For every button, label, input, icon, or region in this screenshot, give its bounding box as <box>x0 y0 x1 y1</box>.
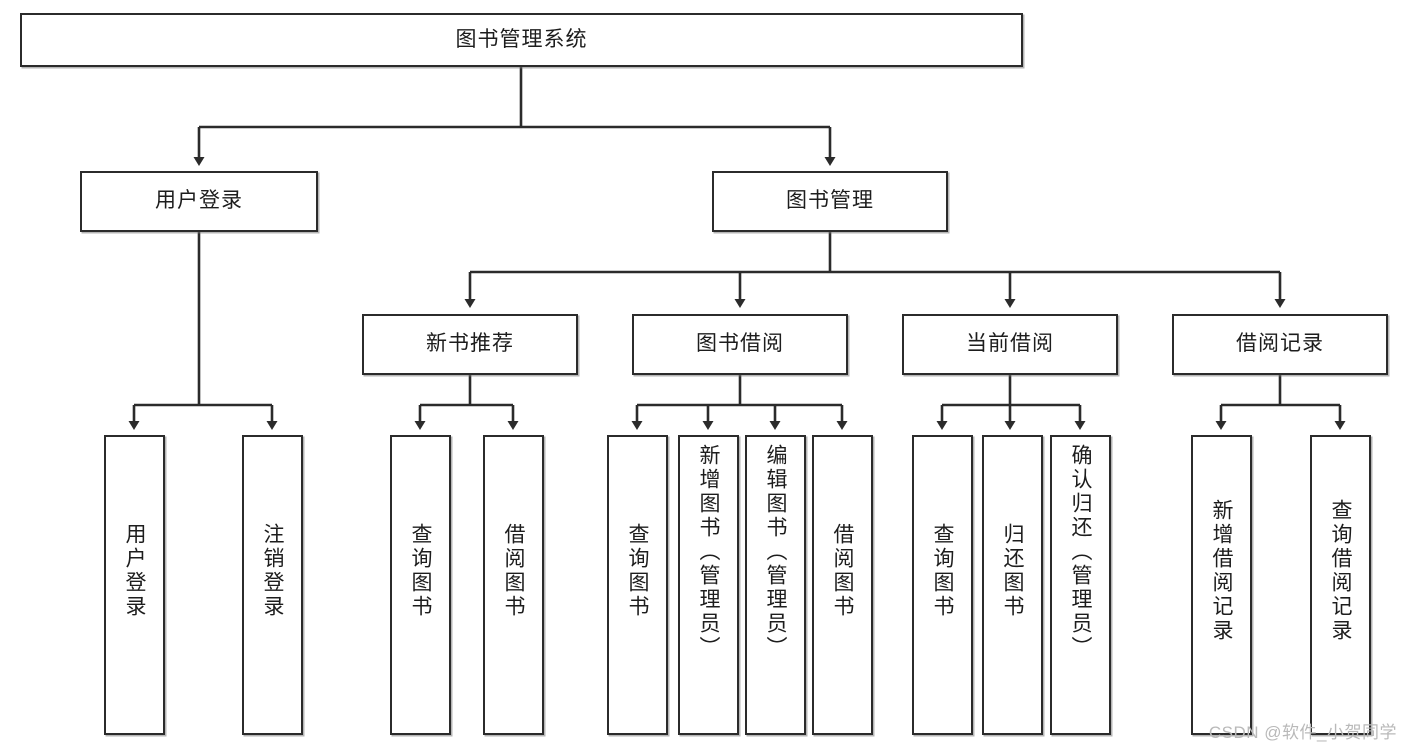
leaf-label: 新增图书（管理员） <box>697 444 720 660</box>
leaf-label: 查询图书 <box>931 523 954 619</box>
leaf-book-borrow-add-book-admin[interactable]: 新增图书（管理员） <box>678 435 739 735</box>
leaf-current-borrow-query-book[interactable]: 查询图书 <box>912 435 973 735</box>
leaf-user-login-login[interactable]: 用户登录 <box>104 435 165 735</box>
leaf-book-borrow-query-book[interactable]: 查询图书 <box>607 435 668 735</box>
leaf-new-book-borrow-book[interactable]: 借阅图书 <box>483 435 544 735</box>
node-label: 借阅记录 <box>1236 332 1324 356</box>
node-user-login[interactable]: 用户登录 <box>80 171 318 232</box>
node-label: 当前借阅 <box>966 332 1054 356</box>
node-label: 图书借阅 <box>696 332 784 356</box>
leaf-label: 查询借阅记录 <box>1329 499 1352 643</box>
leaf-label: 归还图书 <box>1001 523 1024 619</box>
leaf-label: 注销登录 <box>261 523 284 619</box>
node-label: 新书推荐 <box>426 332 514 356</box>
leaf-book-borrow-borrow-book[interactable]: 借阅图书 <box>812 435 873 735</box>
leaf-label: 查询图书 <box>409 523 432 619</box>
node-current-borrow[interactable]: 当前借阅 <box>902 314 1118 375</box>
node-book-borrow[interactable]: 图书借阅 <box>632 314 848 375</box>
leaf-book-borrow-edit-book-admin[interactable]: 编辑图书（管理员） <box>745 435 806 735</box>
leaf-borrow-record-query-record[interactable]: 查询借阅记录 <box>1310 435 1371 735</box>
node-label: 图书管理系统 <box>455 27 588 51</box>
leaf-borrow-record-add-record[interactable]: 新增借阅记录 <box>1191 435 1252 735</box>
leaf-label: 借阅图书 <box>831 523 854 619</box>
leaf-label: 用户登录 <box>123 523 146 619</box>
leaf-new-book-query-book[interactable]: 查询图书 <box>390 435 451 735</box>
leaf-label: 查询图书 <box>626 523 649 619</box>
leaf-label: 借阅图书 <box>502 523 525 619</box>
node-label: 用户登录 <box>155 189 243 213</box>
leaf-label: 确认归还（管理员） <box>1069 444 1092 660</box>
leaf-user-login-logout[interactable]: 注销登录 <box>242 435 303 735</box>
leaf-label: 新增借阅记录 <box>1210 499 1233 643</box>
csdn-watermark: CSDN @软件_小贺同学 <box>1208 723 1397 742</box>
leaf-label: 编辑图书（管理员） <box>764 444 787 660</box>
node-label: 图书管理 <box>786 189 874 213</box>
leaf-current-borrow-confirm-return-admin[interactable]: 确认归还（管理员） <box>1050 435 1111 735</box>
node-root-book-management-system[interactable]: 图书管理系统 <box>20 13 1023 67</box>
node-new-book-recommend[interactable]: 新书推荐 <box>362 314 578 375</box>
node-book-management[interactable]: 图书管理 <box>712 171 948 232</box>
node-borrow-record[interactable]: 借阅记录 <box>1172 314 1388 375</box>
leaf-current-borrow-return-book[interactable]: 归还图书 <box>982 435 1043 735</box>
